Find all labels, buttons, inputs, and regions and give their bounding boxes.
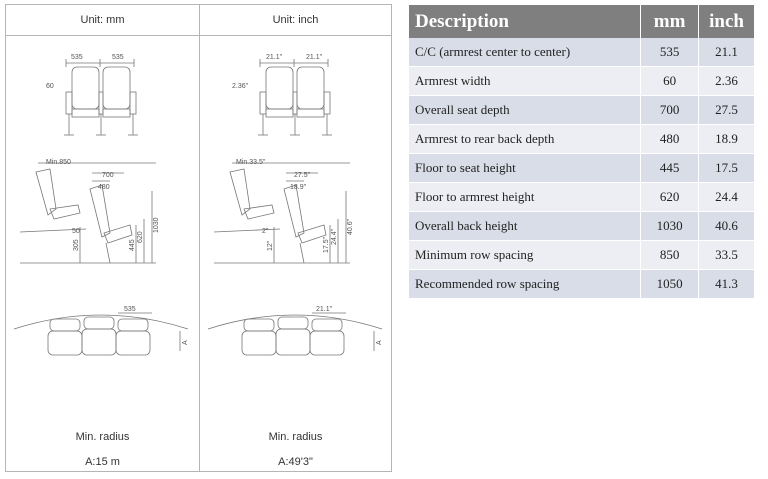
row-description: Overall back height [409,211,642,241]
front-cc2-label-mm: 535 [112,54,124,61]
row-inch: 21.1 [698,38,755,68]
row-description: Minimum row spacing [409,240,642,270]
row-description: Floor to seat height [409,153,642,183]
front-armrest-label-mm: 60 [46,83,54,90]
plan-view-inch [207,312,383,356]
side-seat-h-mm: 445 [129,239,136,251]
table-row: Floor to armrest height 620 24.4 [409,182,755,212]
row-mm: 535 [640,38,700,68]
min-radius-label-inch: Min. radius [268,431,323,443]
min-radius-label-mm: Min. radius [75,431,130,443]
plan-view-mm [13,312,189,356]
row-description: Recommended row spacing [409,269,642,299]
mm-column: Unit: mm 535 535 60 [6,5,199,471]
inch-column: Unit: inch 21.1" 21.1" 2.36" [199,5,391,471]
row-inch: 41.3 [698,269,755,299]
row-description: Overall seat depth [409,95,642,126]
row-description: Armrest to rear back depth [409,124,642,155]
row-mm: 60 [640,66,700,97]
dimension-drawing-panel: Unit: mm 535 535 60 [5,4,392,472]
row-mm: 1030 [640,211,700,241]
row-description: C/C (armrest center to center) [409,38,642,68]
unit-header-mm: Unit: mm [6,5,199,36]
plan-a-label-mm: A [182,340,189,345]
row-description: Armrest width [409,66,642,97]
side-rec-row-inch: 27.5" [294,172,311,179]
table-row: Overall back height 1030 40.6 [409,211,755,241]
table-header-row: Description mm inch [409,5,755,38]
side-armrest-height-mm: 50 [72,228,80,235]
table-row: Minimum row spacing 850 33.5 [409,240,755,270]
side-rec-row-mm: 700 [102,172,114,179]
row-mm: 445 [640,153,700,183]
plan-a-label-inch: A [376,340,383,345]
front-cc2-label-inch: 21.1" [306,54,323,61]
side-min-row-inch: Min.33.5" [236,159,266,166]
row-mm: 850 [640,240,700,270]
front-armrest-label-inch: 2.36" [232,83,249,90]
side-armrest-height-inch: 2" [262,228,269,235]
row-inch: 17.5 [698,153,755,183]
unit-header-inch: Unit: inch [200,5,391,36]
side-arm-h-mm: 620 [137,231,144,243]
table-row: C/C (armrest center to center) 535 21.1 [409,38,755,68]
side-view-inch [213,162,350,264]
min-radius-value-inch: A:49'3" [278,456,313,468]
row-inch: 27.5 [698,95,755,126]
row-inch: 18.9 [698,124,755,155]
chair-drawing-mm: 535 535 60 [6,37,199,427]
dimension-spec-table: Description mm inch C/C (armrest center … [409,5,755,299]
header-mm: mm [640,5,700,38]
row-mm: 620 [640,182,700,212]
table-row: Recommended row spacing 1050 41.3 [409,269,755,299]
side-rear-depth-inch: 18.9" [290,184,307,191]
row-inch: 2.36 [698,66,755,97]
side-view-mm [19,162,156,264]
row-mm: 700 [640,95,700,126]
front-cc-label-inch: 21.1" [266,54,283,61]
row-inch: 33.5 [698,240,755,270]
front-view-mm [64,59,138,136]
min-radius-value-mm: A:15 m [85,456,120,468]
chair-diagram-inch: 21.1" 21.1" 2.36" [207,54,383,356]
chair-diagram-mm: 535 535 60 [13,54,189,356]
side-back-h-inch: 40.6" [347,218,354,235]
side-back-h-mm: 1030 [153,217,160,233]
row-inch: 24.4 [698,182,755,212]
row-mm: 480 [640,124,700,155]
side-floor-offset-inch: 12" [267,240,274,251]
front-cc-label-mm: 535 [71,54,83,61]
side-floor-offset-mm: 305 [73,239,80,251]
table-row: Overall seat depth 700 27.5 [409,95,755,126]
header-inch: inch [698,5,755,38]
table-row: Floor to seat height 445 17.5 [409,153,755,183]
table-row: Armrest width 60 2.36 [409,66,755,97]
header-description: Description [409,5,642,38]
side-seat-h-inch: 17.5" [323,236,330,253]
plan-cc-label-inch: 21.1" [316,306,333,313]
chair-drawing-inch: 21.1" 21.1" 2.36" [200,37,391,427]
row-description: Floor to armrest height [409,182,642,212]
front-view-inch [258,59,332,136]
side-rear-depth-mm: 480 [98,184,110,191]
table-row: Armrest to rear back depth 480 18.9 [409,124,755,155]
row-mm: 1050 [640,269,700,299]
plan-cc-label-mm: 535 [124,306,136,313]
side-min-row-mm: Min.850 [46,159,71,166]
side-arm-h-inch: 24.4" [331,228,338,245]
row-inch: 40.6 [698,211,755,241]
